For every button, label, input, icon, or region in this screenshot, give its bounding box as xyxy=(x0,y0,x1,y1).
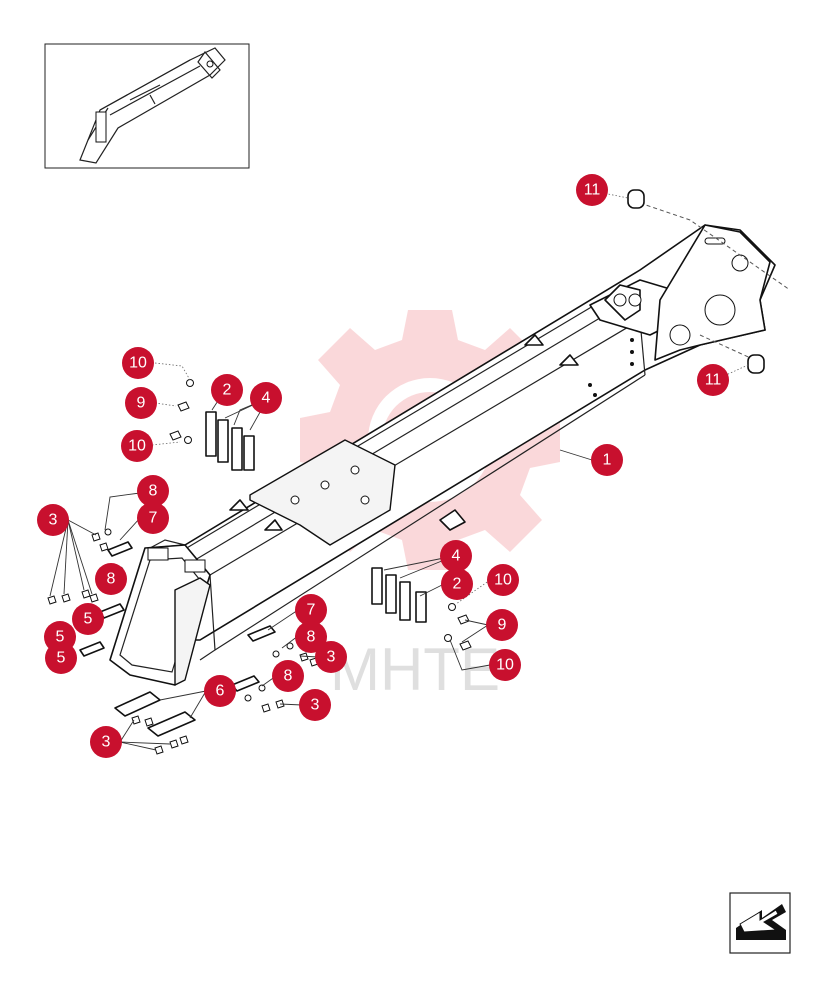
callouts: 1 2 2 3 3 3 3 4 4 5 5 5 6 7 7 8 8 8 8 9 … xyxy=(37,174,729,758)
svg-text:4: 4 xyxy=(262,390,271,407)
svg-text:8: 8 xyxy=(284,668,293,685)
boom-main-body xyxy=(109,224,776,686)
svg-text:7: 7 xyxy=(307,602,316,619)
pin-axis-lower xyxy=(699,334,756,361)
callout-3[interactable]: 3 xyxy=(90,726,122,758)
callout-9[interactable]: 9 xyxy=(486,609,518,641)
bushing-upper xyxy=(627,189,645,209)
callout-8[interactable]: 8 xyxy=(137,475,169,507)
callout-6[interactable]: 6 xyxy=(204,675,236,707)
plates-left xyxy=(79,541,133,657)
svg-text:3: 3 xyxy=(327,649,336,666)
callout-8[interactable]: 8 xyxy=(272,660,304,692)
callout-10[interactable]: 10 xyxy=(489,649,521,681)
svg-text:1: 1 xyxy=(603,452,612,469)
svg-text:10: 10 xyxy=(129,355,147,372)
svg-text:4: 4 xyxy=(452,548,461,565)
callout-9[interactable]: 9 xyxy=(125,387,157,419)
svg-text:9: 9 xyxy=(498,617,507,634)
svg-text:10: 10 xyxy=(494,572,512,589)
svg-text:9: 9 xyxy=(137,395,146,412)
callout-10[interactable]: 10 xyxy=(487,564,519,596)
next-page-arrow-icon[interactable] xyxy=(729,892,791,954)
callout-10[interactable]: 10 xyxy=(121,430,153,462)
wear-pads-middle xyxy=(371,567,427,623)
watermark-text: MHTE xyxy=(330,636,500,703)
boom-overview-thumbnail xyxy=(79,47,226,164)
fasteners-upper xyxy=(169,379,194,444)
svg-text:3: 3 xyxy=(102,734,111,751)
callout-3[interactable]: 3 xyxy=(315,641,347,673)
svg-text:8: 8 xyxy=(107,571,116,588)
callout-5[interactable]: 5 xyxy=(45,642,77,674)
callout-7[interactable]: 7 xyxy=(295,594,327,626)
callout-8[interactable]: 8 xyxy=(95,563,127,595)
svg-text:11: 11 xyxy=(705,372,722,389)
callout-3[interactable]: 3 xyxy=(299,689,331,721)
svg-text:10: 10 xyxy=(128,438,146,455)
callout-5[interactable]: 5 xyxy=(72,603,104,635)
svg-text:5: 5 xyxy=(84,611,93,628)
svg-text:6: 6 xyxy=(216,683,225,700)
svg-text:10: 10 xyxy=(496,657,514,674)
callout-8[interactable]: 8 xyxy=(295,621,327,653)
callout-7[interactable]: 7 xyxy=(137,502,169,534)
svg-text:3: 3 xyxy=(311,697,320,714)
callout-10[interactable]: 10 xyxy=(122,347,154,379)
callout-4[interactable]: 4 xyxy=(250,382,282,414)
fasteners-bottom xyxy=(131,642,319,755)
svg-text:8: 8 xyxy=(307,629,316,646)
callout-3[interactable]: 3 xyxy=(37,504,69,536)
svg-text:2: 2 xyxy=(453,576,462,593)
overview-thumbnail xyxy=(44,43,250,169)
svg-text:5: 5 xyxy=(56,629,65,646)
svg-text:2: 2 xyxy=(223,382,232,399)
callout-11[interactable]: 11 xyxy=(576,174,608,206)
callout-4[interactable]: 4 xyxy=(440,540,472,572)
callout-11[interactable]: 11 xyxy=(697,364,729,396)
svg-text:8: 8 xyxy=(149,483,158,500)
svg-text:5: 5 xyxy=(57,650,66,667)
svg-text:3: 3 xyxy=(49,512,58,529)
callout-2[interactable]: 2 xyxy=(441,568,473,600)
callout-2[interactable]: 2 xyxy=(211,374,243,406)
pin-axis-upper xyxy=(639,202,791,291)
wear-pads-upper-left xyxy=(205,411,255,471)
svg-text:11: 11 xyxy=(584,182,601,199)
bushing-lower xyxy=(747,354,765,374)
callout-1[interactable]: 1 xyxy=(591,444,623,476)
svg-text:7: 7 xyxy=(149,510,158,527)
